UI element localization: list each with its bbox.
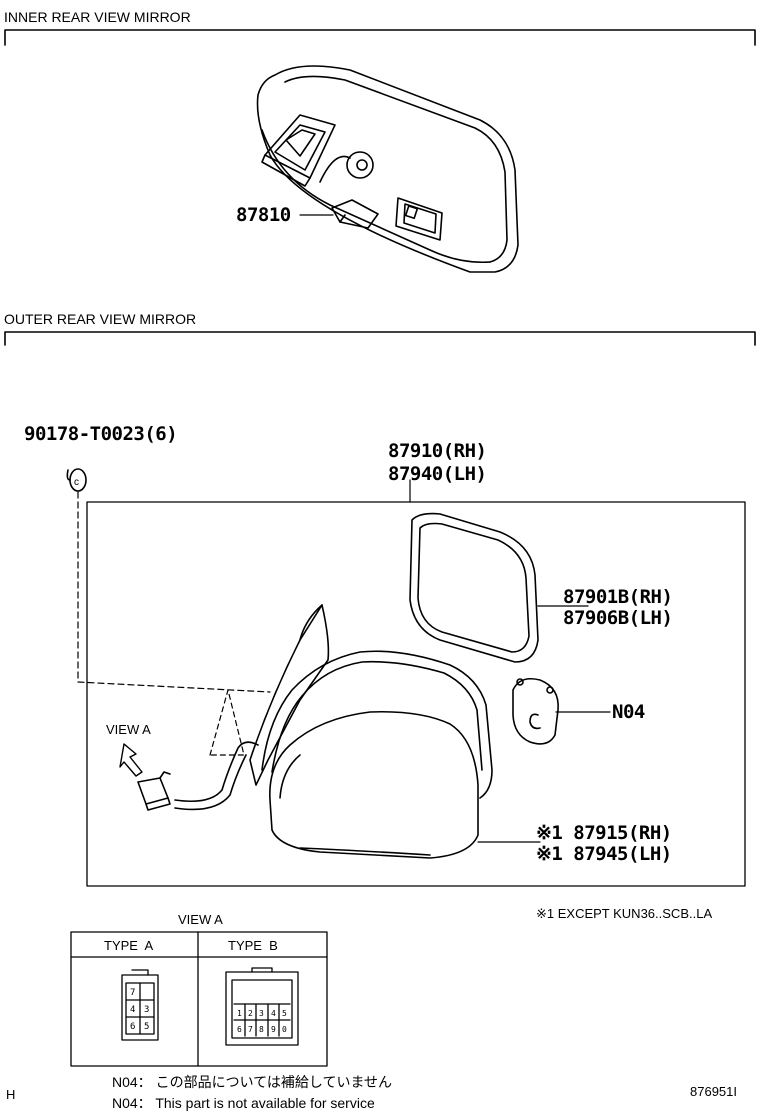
illustration-code: 876951I [690,1084,737,1099]
type-a-pin-5: 5 [144,1022,149,1032]
part-87906b-label: 87906B(LH) [563,607,673,629]
outer-section-bracket [4,331,756,346]
part-90178-label: 90178-T0023(6) [24,423,178,445]
type-b-pin-top-3: 3 [259,1009,264,1018]
part-87810-label: 87810 [236,204,291,226]
type-b-pin-top-1: 1 [237,1009,242,1018]
part-87915-label: ※1 87915(RH) [536,822,672,844]
view-a-table [70,931,328,1067]
view-a-table-title: VIEW A [178,912,223,927]
except-note: ※1 EXCEPT KUN36..SCB..LA [536,906,713,921]
inner-section-bracket [4,29,756,46]
type-b-pin-bottom-9: 9 [271,1025,276,1034]
inner-mirror-section-title: INNER REAR VIEW MIRROR [4,9,191,25]
view-a-callout: VIEW A [106,722,151,737]
type-b-pin-top-2: 2 [248,1009,253,1018]
part-87901b-label: 87901B(RH) [563,586,673,608]
part-87940-label: 87940(LH) [388,463,487,485]
type-b-pin-bottom-6: 6 [237,1025,242,1034]
footer-left-mark: H [6,1087,16,1102]
type-a-pin-4: 4 [130,1005,135,1015]
type-a-header: TYPE A [104,938,154,953]
outer-mirror-section-title: OUTER REAR VIEW MIRROR [4,311,197,327]
type-b-pin-bottom-8: 8 [259,1025,264,1034]
type-b-pin-bottom-7: 7 [248,1025,253,1034]
type-b-pin-top-4: 4 [271,1009,276,1018]
type-a-pin-7: 7 [130,988,135,998]
n04-note-english: N04： This part is not available for serv… [112,1095,375,1111]
n04-note-japanese: N04： この部品については補給していません [112,1074,393,1090]
type-a-pin-3: 3 [144,1005,149,1015]
part-87910-label: 87910(RH) [388,440,487,462]
svg-text:c: c [74,477,79,488]
part-n04-label: N04 [612,701,645,723]
type-b-pin-bottom-0: 0 [282,1025,287,1034]
part-87945-label: ※1 87945(LH) [536,843,672,865]
type-b-header: TYPE B [228,938,278,953]
outer-mirror-drawing: c [66,468,746,887]
inner-mirror-drawing [256,65,519,273]
type-a-pin-6: 6 [130,1022,135,1032]
type-b-pin-top-5: 5 [282,1009,287,1018]
